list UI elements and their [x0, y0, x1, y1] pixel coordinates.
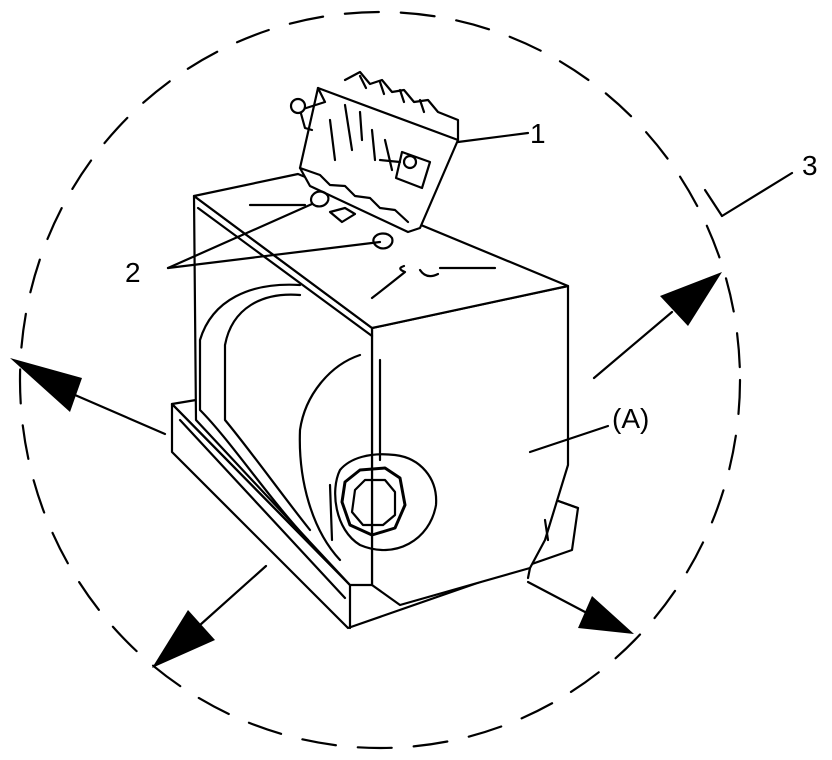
motion-arrows: [10, 272, 722, 668]
unit-body: [192, 172, 570, 607]
callout-1: 1: [530, 118, 546, 149]
clearance-circle: [18, 10, 742, 750]
switch-component: [289, 70, 460, 234]
arrow-lower-right-head: [578, 596, 634, 634]
leader-a: [528, 424, 610, 454]
callout-a: (A): [612, 403, 649, 434]
arrow-left: [73, 393, 167, 436]
arrow-upper-right: [592, 310, 674, 380]
leader-2a: [166, 202, 314, 270]
leader-2b: [166, 240, 382, 270]
callout-2: 2: [125, 257, 141, 288]
arrow-lower-right: [526, 580, 587, 614]
leader-lines: [166, 131, 794, 454]
leader-1: [456, 131, 530, 144]
arrow-left-head: [10, 358, 82, 412]
leader-3-tick: [703, 188, 724, 218]
arrow-lower-left: [198, 564, 268, 627]
leader-3: [720, 171, 794, 218]
arrow-upper-right-head: [660, 272, 722, 326]
arrow-lower-left-head: [152, 610, 215, 668]
callout-3: 3: [802, 150, 818, 181]
